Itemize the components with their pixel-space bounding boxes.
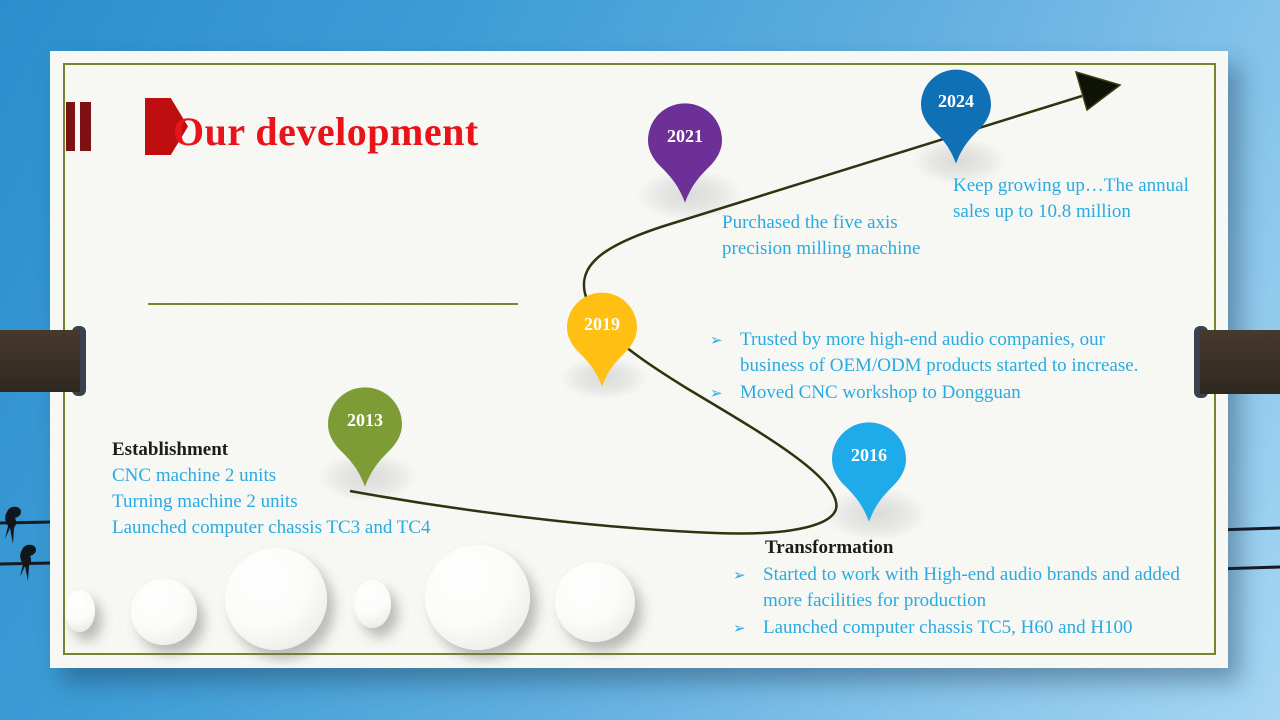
bullet-arrow-icon: ➢ xyxy=(733,619,746,637)
milestone-2024-block: Keep growing up…The annual sales up to 1… xyxy=(953,175,1189,222)
wire-left-bottom xyxy=(0,561,53,566)
ribbon-bar-left xyxy=(0,330,80,392)
milestone-2019-block: ➢ Trusted by more high-end audio compani… xyxy=(710,326,1200,407)
pin-year-label: 2019 xyxy=(584,314,620,335)
list-item: ➢ Moved CNC workshop to Dongguan xyxy=(710,380,1200,406)
title-marker-bar-icon xyxy=(80,102,91,151)
decorative-circle xyxy=(425,545,530,650)
pin-2016: 2016 xyxy=(832,422,906,524)
milestone-heading: Establishment xyxy=(112,439,229,460)
pin-2019: 2019 xyxy=(567,292,637,389)
milestone-line: CNC machine 2 units xyxy=(112,465,277,486)
milestone-heading: Transformation xyxy=(765,537,894,558)
pin-year-label: 2013 xyxy=(347,410,383,431)
decorative-circle xyxy=(555,562,635,642)
milestone-line: Launched computer chassis TC3 and TC4 xyxy=(112,517,431,538)
list-item: ➢ Started to work with High-end audio br… xyxy=(733,562,1185,614)
milestone-line: Launched computer chassis TC5, H60 and H… xyxy=(763,617,1133,638)
bullet-arrow-icon: ➢ xyxy=(710,384,723,402)
wire-left-top xyxy=(0,520,53,525)
list-item: ➢ Launched computer chassis TC5, H60 and… xyxy=(733,615,1185,641)
decorative-circle xyxy=(65,590,95,632)
milestone-line: Started to work with High-end audio bran… xyxy=(763,564,1180,611)
pin-2021: 2021 xyxy=(648,103,722,205)
decorative-circle xyxy=(225,548,327,650)
milestone-2021-block: Purchased the five axis precision millin… xyxy=(722,212,921,259)
bird-icon xyxy=(20,544,36,581)
decorative-circle xyxy=(354,580,391,628)
list-item: ➢ Trusted by more high-end audio compani… xyxy=(710,327,1200,379)
pin-2024: 2024 xyxy=(921,69,991,166)
pin-year-label: 2021 xyxy=(667,126,703,147)
pin-year-label: 2016 xyxy=(851,445,887,466)
decorative-circle xyxy=(131,579,197,645)
ribbon-bar-right xyxy=(1200,330,1280,394)
milestone-2013-block: Establishment CNC machine 2 units Turnin… xyxy=(112,437,532,541)
pin-2013: 2013 xyxy=(328,387,402,489)
page-title: Our development xyxy=(173,109,479,154)
bullet-arrow-icon: ➢ xyxy=(733,566,746,584)
bird-icon xyxy=(5,506,21,544)
pin-year-label: 2024 xyxy=(938,91,974,112)
milestone-line: Moved CNC workshop to Dongguan xyxy=(740,382,1021,403)
milestone-2016-block: Transformation ➢ Started to work with Hi… xyxy=(733,535,1185,642)
title-underline xyxy=(148,303,518,305)
title-marker-bar-icon xyxy=(66,102,75,151)
milestone-line: Trusted by more high-end audio companies… xyxy=(740,329,1139,376)
milestone-line: Turning machine 2 units xyxy=(112,491,298,512)
bullet-arrow-icon: ➢ xyxy=(710,331,723,349)
